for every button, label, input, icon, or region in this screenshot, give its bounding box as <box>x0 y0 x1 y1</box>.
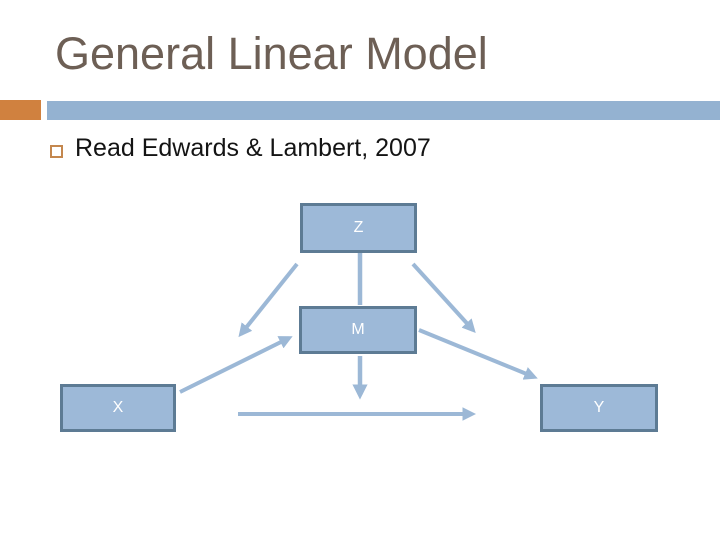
node-y: Y <box>540 384 658 432</box>
edge-m-y <box>418 328 538 380</box>
edge-z-y <box>411 262 476 334</box>
node-x: X <box>60 384 176 432</box>
bullet-text: Read Edwards & Lambert, 2007 <box>75 134 431 162</box>
slide-title: General Linear Model <box>55 28 488 79</box>
node-y-label: Y <box>593 399 605 416</box>
bullet-row: Read Edwards & Lambert, 2007 <box>50 133 431 163</box>
accent-bar-blue <box>47 101 720 120</box>
edge-x-m <box>179 336 293 394</box>
node-m: M <box>299 306 417 354</box>
bullet-square-icon <box>50 145 63 158</box>
node-z: Z <box>300 203 417 253</box>
node-x-label: X <box>112 399 124 416</box>
edge-z-x <box>238 262 299 338</box>
accent-bar-orange <box>0 100 41 120</box>
node-m-label: M <box>351 321 365 338</box>
node-z-label: Z <box>353 219 364 236</box>
